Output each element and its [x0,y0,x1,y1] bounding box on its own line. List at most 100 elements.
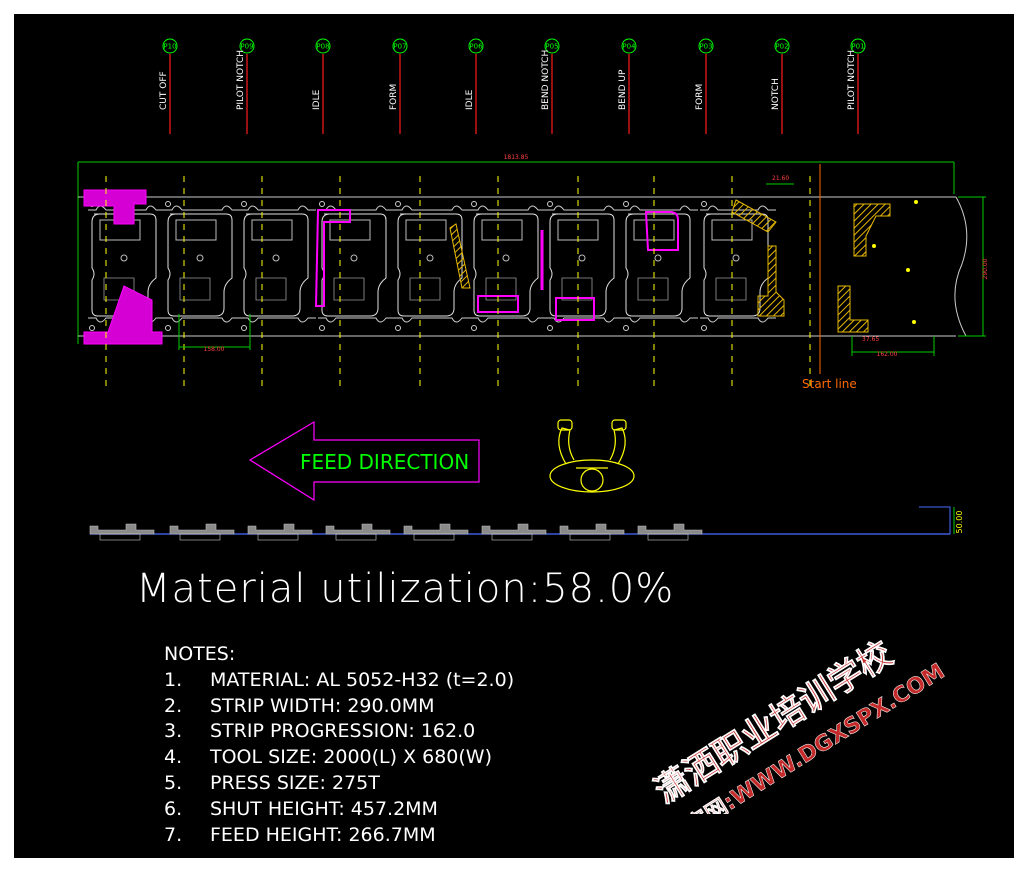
pitch-dimension-text: 158.00 [204,346,225,353]
notes-title: NOTES: [164,643,236,665]
station-tag: P03 [699,43,712,51]
overall-dimension-text: 1813.85 [504,154,529,161]
note-number: 5. [164,771,183,794]
side-view-part [403,523,469,535]
station-label: FORM [695,84,705,110]
strip-part [546,201,622,331]
station-label: NOTCH [771,78,781,110]
start-line: Start line [802,164,857,391]
station-tag-circle [621,38,637,54]
note-number: 3. [164,720,183,743]
station-label: IDLE [465,89,475,110]
station-label: FORM [389,84,399,110]
formed-highlights [83,189,918,345]
note-text: MATERIAL: AL 5052-H32 (t=2.0) [210,668,515,691]
start-line-label: Start line [802,377,857,391]
side-view-part [559,523,625,535]
notes-block: NOTES: 1. MATERIAL: AL 5052-H32 (t=2.0) 2.… [164,642,514,848]
strip-width-text: 290.00 [982,258,989,279]
station-tag-circle [239,38,255,54]
note-number: 2. [164,694,183,717]
station-tag: P07 [393,43,406,51]
station-tag-circle [162,38,178,54]
feed-direction-label: FEED DIRECTION [300,450,469,474]
station-tag-circle [698,38,714,54]
station-tag-circle [774,38,790,54]
station-label: IDLE [312,89,322,110]
note-number: 4. [164,746,183,769]
strip-part [164,201,240,331]
note-item: 3. STRIP PROGRESSION: 162.0 [164,719,514,745]
strip-width-dimension: 290.00 [958,196,989,337]
material-utilization: Material utilization:58.0% [136,566,675,612]
note-text: STRIP PROGRESSION: 162.0 [210,720,476,743]
station-tag-circle [315,38,331,54]
note-item: 2. STRIP WIDTH: 290.0MM [164,694,514,720]
station-tag-circle [544,38,560,54]
side-view-part [247,523,313,535]
side-view-part [637,523,703,535]
station-tag: P10 [163,43,176,51]
strip-part [318,201,394,331]
note-item: 5.PRESS SIZE: 275T [164,771,514,797]
strip-part [700,201,776,331]
notes-list: 1. MATERIAL: AL 5052-H32 (t=2.0) 2. STRIP W… [164,668,514,849]
station-tag: P05 [545,43,558,51]
station-label: PILOT NOTCH [236,50,246,110]
pitch-dimension: 158.00 [178,314,251,353]
note-item: 6. SHUT HEIGHT: 457.2MM [164,797,514,823]
note-text: STRIP WIDTH: 290.0MM [210,694,435,717]
strip-part [240,201,316,331]
note-text: TOOL SIZE: 2000(L) X 680(W) [210,746,493,769]
note-item: 7. FEED HEIGHT: 266.7MM [164,823,514,849]
station-label: CUT OFF [159,71,169,110]
station-label: PILOT NOTCH [847,50,857,110]
note-text: FEED HEIGHT: 266.7MM [210,823,436,846]
strip-boundary [78,196,968,337]
side-view-part [325,523,391,535]
note-number: 6. [164,797,183,820]
station-label: BEND NOTCH [541,50,551,110]
side-view-part [89,523,155,535]
small-dim-b: 37.65 [862,336,879,343]
station-tag: P01 [851,43,864,51]
station-tag: P02 [775,43,788,51]
strip-part [622,201,698,331]
station-tag: P09 [240,43,253,51]
note-item: 4. TOOL SIZE: 2000(L) X 680(W) [164,745,514,771]
side-view-part [481,523,547,535]
station-tag: P04 [622,43,636,51]
note-text: SHUT HEIGHT: 457.2MM [210,797,438,820]
note-number: 7. [164,823,183,846]
overall-dimension: 1813.85 [77,154,955,344]
station-tag-circle [468,38,484,54]
step-dimension-text: 162.00 [877,351,898,358]
feed-direction-arrow: FEED DIRECTION [248,420,480,502]
side-height-text: 50.00 [955,511,964,534]
station-tag: P08 [316,43,329,51]
note-item: 1. MATERIAL: AL 5052-H32 (t=2.0) [164,668,514,694]
strip-part [394,201,470,331]
step-dimension: 162.00 37.65 21.60 [766,175,935,358]
station-tag: P06 [469,43,483,51]
station-tag-circle [850,38,866,54]
strip-part [470,201,546,331]
station-label: BEND UP [618,69,628,110]
station-tag-circle [392,38,408,54]
small-dim-a: 21.60 [772,175,789,182]
strip-parts [83,189,918,345]
note-number: 1. [164,668,183,691]
operator-figure [549,419,635,493]
